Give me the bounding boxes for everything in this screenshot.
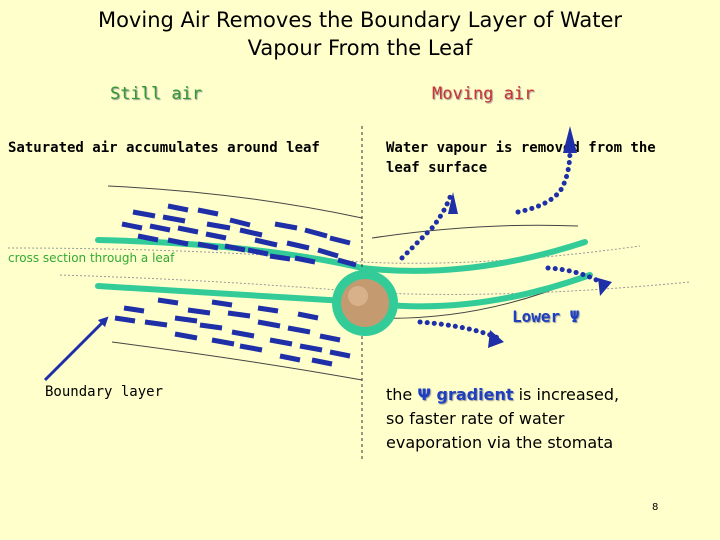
page-number: 8 [652,502,659,513]
guide-line-lower [59,274,691,295]
explanation-line-1: the Ψ gradient is increased, [386,385,620,404]
boundary-layer-arrow [43,316,109,382]
outer-line-top-left [107,185,363,219]
still-air-heading: Still air [110,84,203,104]
vapour-paths [399,147,607,341]
title-line-2: Vapour From the Leaf [247,36,473,60]
outer-line-bottom-left [111,341,363,381]
explanation-line-3: evaporation via the stomata [386,433,614,452]
lower-psi-label: Lower Ψ [512,307,580,326]
outer-line-top-right [371,224,579,239]
water-vapour-line-1: Water vapour is removed from the [386,140,656,156]
saturated-air-text: Saturated air accumulates around leaf [8,140,320,156]
vapour-arrow-heads [448,126,612,348]
leaf-upper-surface [95,237,588,274]
explanation-line-2: so faster rate of water [386,409,565,428]
boundary-layer-dashes [114,203,357,367]
gradient-explanation: the Ψ gradient is increased, so faster r… [386,383,619,455]
water-vapour-text: Water vapour is removed from the leaf su… [386,138,656,178]
boundary-layer-label: Boundary layer [45,384,164,400]
psi-gradient-term: Ψ gradient [417,385,514,404]
leaf-section-note: cross section through a leaf [8,251,175,265]
slide-title: Moving Air Removes the Boundary Layer of… [0,6,720,62]
water-vapour-line-2: leaf surface [386,160,488,176]
moving-air-heading: Moving air [432,84,535,104]
title-line-1: Moving Air Removes the Boundary Layer of… [97,8,623,32]
